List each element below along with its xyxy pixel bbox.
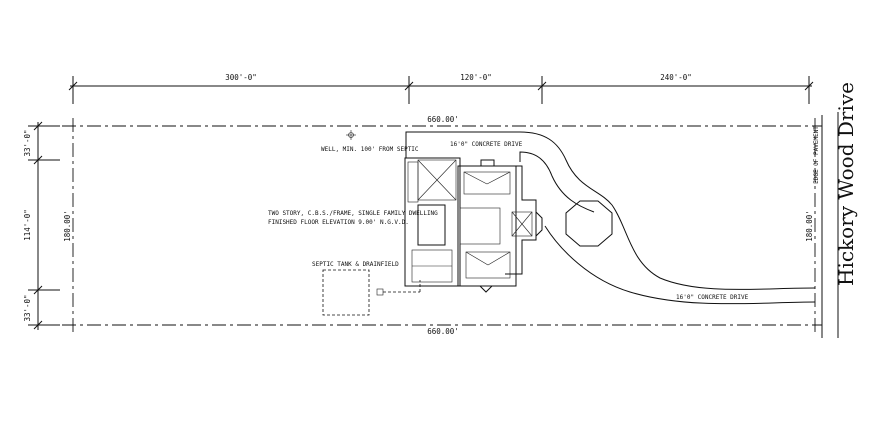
drive-label-top: 16'0" CONCRETE DRIVE: [450, 141, 523, 148]
concrete-drive: [405, 131, 816, 305]
top-dimension-line: [68, 76, 814, 104]
dim-top-240: 240'-0": [660, 73, 692, 82]
drive-label-bottom: 16'0" CONCRETE DRIVE: [676, 294, 749, 301]
dwelling-note-line2: FINISHED FLOOR ELEVATION 9.00' N.G.V.D.: [268, 219, 409, 226]
septic-drainfield: [322, 269, 370, 316]
street-name: Hickory Wood Drive: [834, 82, 858, 286]
well-symbol: [346, 130, 356, 140]
house-footprint: [404, 157, 543, 293]
cul-de-sac-island: [565, 200, 613, 247]
dim-left-33-bottom: 33'-0": [23, 294, 32, 321]
lot-width-right: 180.00': [805, 210, 814, 242]
dim-left-114: 114'-0": [23, 209, 32, 241]
septic-tank: [376, 288, 384, 296]
edge-of-pavement-label: EDGE OF PAVEMENT: [813, 126, 820, 184]
lot-length-bottom: 660.00': [427, 327, 459, 336]
well-note: WELL, MIN. 100' FROM SEPTIC: [321, 146, 419, 153]
dwelling-note-line1: TWO STORY, C.B.S./FRAME, SINGLE FAMILY D…: [268, 210, 438, 217]
dim-top-300: 300'-0": [225, 73, 257, 82]
dim-left-33-top: 33'-0": [23, 129, 32, 156]
dim-top-120: 120'-0": [460, 73, 492, 82]
property-boundary: [62, 118, 822, 334]
left-dimension-line: [28, 121, 60, 330]
lot-length-top: 660.00': [427, 115, 459, 124]
edge-of-pavement: [821, 112, 839, 338]
lot-width-left: 180.00': [63, 210, 72, 242]
septic-note: SEPTIC TANK & DRAINFIELD: [312, 261, 399, 268]
